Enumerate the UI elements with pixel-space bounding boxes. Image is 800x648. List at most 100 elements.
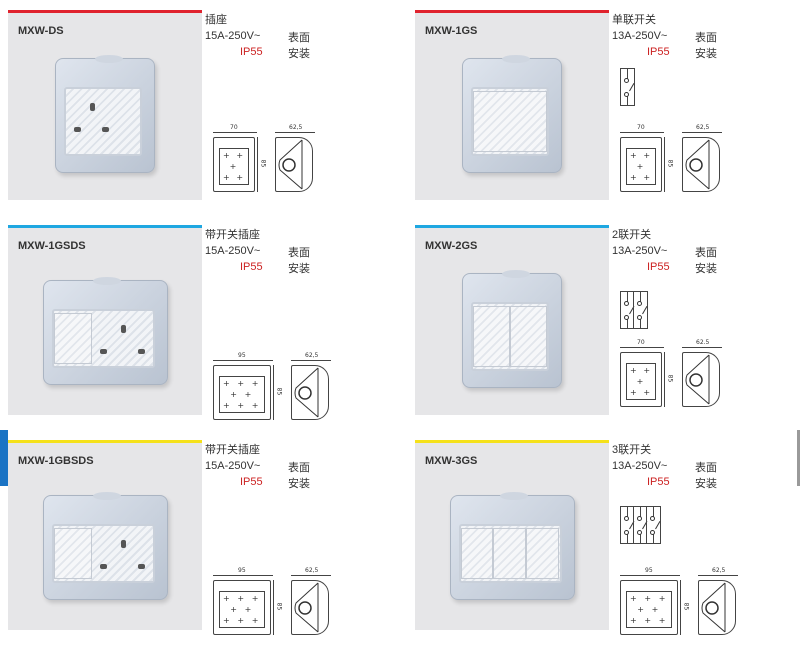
product-image: [42, 492, 168, 600]
screw-mark: +: [237, 379, 245, 388]
model-number: MXW-1GBSDS: [18, 455, 94, 467]
width-dim-line: [213, 360, 273, 361]
screw-mark: +: [251, 616, 259, 625]
switch-lever-icon: [629, 82, 635, 92]
width-dimension: 95: [645, 567, 653, 574]
switch-contact-icon: [650, 530, 655, 535]
screw-mark: +: [251, 379, 259, 388]
page-edge-mark: [797, 430, 800, 486]
screw-mark: +: [651, 605, 659, 614]
depth-dimension: 62,5: [305, 567, 319, 574]
width-dimension: 70: [637, 124, 645, 131]
width-dim-line: [620, 575, 680, 576]
screw-mark: +: [630, 366, 637, 375]
screw-mark: +: [636, 377, 644, 386]
switch-line: [653, 534, 654, 544]
front-face: +++++: [626, 363, 656, 400]
switch-line: [640, 319, 641, 329]
screw-mark: +: [658, 594, 666, 603]
model-number: MXW-DS: [18, 25, 64, 37]
rocker-switch: [493, 528, 527, 579]
screw-mark: +: [643, 173, 651, 182]
width-dim-line: [213, 575, 273, 576]
switch-contact-icon: [637, 530, 642, 535]
side-profile-icon: [685, 354, 710, 405]
mounting-line-2: 安装: [695, 48, 717, 60]
width-dim-line: [620, 132, 664, 133]
cable-gland: [499, 492, 528, 500]
cover-window: [64, 87, 142, 156]
product-image: [42, 277, 168, 385]
side-view-drawing: [291, 365, 329, 420]
screw-mark: +: [223, 616, 230, 625]
screw-mark: +: [223, 594, 230, 603]
front-view-drawing: +++++: [620, 352, 662, 407]
socket-pin-live: [74, 127, 81, 132]
height-dimension: 85: [275, 387, 283, 396]
product-photo-panel: MXW-1GBSDS: [8, 440, 202, 630]
screw-mark: +: [236, 173, 244, 182]
depth-dimension: 62.5: [696, 339, 710, 346]
switch-line: [640, 507, 641, 518]
switch-circuit-diagram: [620, 506, 661, 544]
product-name: 单联开关: [612, 14, 656, 26]
rocker-switch: [460, 528, 494, 579]
side-profile-icon: [294, 367, 319, 418]
mounting-type: 表面安装: [288, 460, 310, 492]
rocker-switch: [53, 528, 92, 579]
screw-mark: +: [644, 594, 652, 603]
screw-mark: +: [643, 151, 651, 160]
cover-window: [471, 87, 549, 156]
mounting-line-2: 安装: [288, 48, 310, 60]
socket-pin-live: [99, 564, 107, 569]
depth-dimension: 62,5: [696, 124, 710, 131]
height-dimension: 85: [682, 602, 690, 611]
mounting-line-1: 表面: [288, 32, 310, 44]
screw-mark: +: [251, 401, 259, 410]
ip-rating: IP55: [647, 261, 670, 273]
screw-mark: +: [236, 151, 244, 160]
height-dim-line: [664, 137, 665, 192]
screw-mark: +: [244, 605, 252, 614]
front-view-drawing: ++++++++: [620, 580, 678, 635]
switch-line: [640, 534, 641, 544]
rating: 13A-250V~: [612, 245, 668, 257]
switch-lever-icon: [642, 305, 648, 315]
socket-pin-neutral: [102, 127, 109, 132]
product-photo-panel: MXW-2GS: [415, 225, 609, 415]
product-image: [462, 270, 562, 388]
rating: 13A-250V~: [612, 30, 668, 42]
screw-mark: +: [630, 616, 637, 625]
screw-mark: +: [237, 594, 245, 603]
height-dimension: 85: [275, 602, 283, 611]
product-photo-panel: MXW-3GS: [415, 440, 609, 630]
height-dimension: 85: [666, 374, 674, 383]
ip-rating: IP55: [240, 476, 263, 488]
height-dim-line: [273, 580, 274, 635]
cover-window: [458, 524, 562, 583]
switch-circuit-diagram: [620, 68, 635, 106]
front-face: ++++++++: [219, 376, 265, 413]
switch-contact-icon: [624, 516, 629, 521]
depth-dimension: 62,5: [712, 567, 726, 574]
side-view-drawing: [682, 352, 720, 407]
model-number: MXW-2GS: [425, 240, 478, 252]
screw-mark: +: [630, 173, 637, 182]
switch-circuit-diagram: [620, 291, 648, 329]
socket-pin-neutral: [137, 564, 145, 569]
model-number: MXW-1GSDS: [18, 240, 86, 252]
screw-mark: +: [643, 366, 651, 375]
switch-divider: [633, 292, 634, 328]
switch-line: [627, 69, 628, 80]
side-view-drawing: [275, 137, 313, 192]
socket-pin-live: [99, 349, 107, 354]
switch-contact-icon: [624, 92, 629, 97]
height-dimension: 85: [666, 159, 674, 168]
product-image: [462, 55, 562, 173]
mounting-type: 表面安装: [288, 245, 310, 277]
